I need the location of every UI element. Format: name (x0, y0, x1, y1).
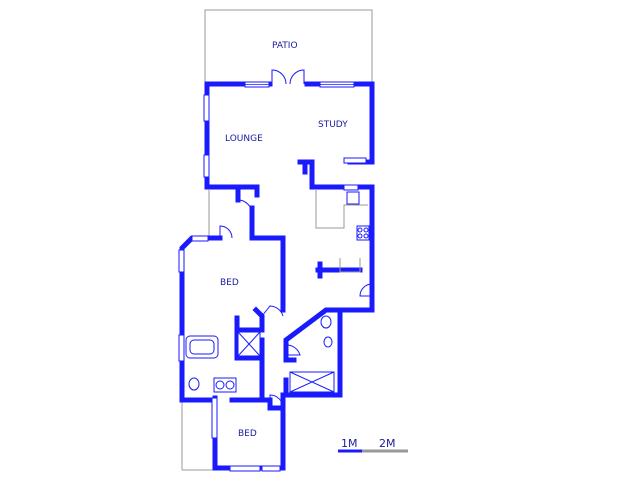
patio-door-right (289, 69, 305, 85)
doors (219, 69, 373, 409)
patio-outline (204, 9, 373, 82)
walls (179, 81, 375, 471)
kitchen (315, 190, 370, 273)
window-bed2-bottom-2 (261, 465, 281, 472)
room-label-study: STUDY (318, 120, 348, 130)
room-label-bed-2: BED (238, 429, 257, 439)
toilet-2 (320, 315, 332, 329)
door-bath2 (285, 344, 301, 356)
room-label-patio: PATIO (272, 41, 298, 51)
door-bed2 (269, 394, 284, 409)
door-passage (237, 199, 253, 215)
window-kitchen (343, 184, 359, 191)
scale-bar: 1M 2M (338, 437, 408, 453)
windows (178, 81, 367, 472)
door-bed1 (219, 225, 233, 239)
basin-2 (323, 336, 333, 348)
sink (346, 191, 360, 205)
door-kitchen (359, 283, 373, 297)
stove (356, 225, 370, 241)
site-lines (181, 190, 215, 471)
patio-door-left (271, 69, 287, 85)
bathroom-fixtures (185, 315, 335, 393)
basin-1 (213, 377, 237, 393)
window-lounge-1 (203, 94, 210, 122)
toilet-1 (188, 377, 200, 391)
window-bed2 (211, 397, 218, 439)
window-bed1-2 (178, 334, 185, 362)
door-bath1 (261, 305, 284, 317)
scale-label-1m: 1M (341, 437, 358, 450)
scale-label-2m: 2M (379, 437, 396, 450)
window-bed2-bottom-1 (229, 465, 261, 472)
window-bed1-1 (178, 249, 185, 273)
window-bed1-top (191, 235, 209, 242)
room-label-lounge: LOUNGE (225, 134, 263, 144)
window-study (343, 157, 367, 164)
window-lounge-2 (203, 154, 210, 178)
room-label-bed-1: BED (220, 278, 239, 288)
